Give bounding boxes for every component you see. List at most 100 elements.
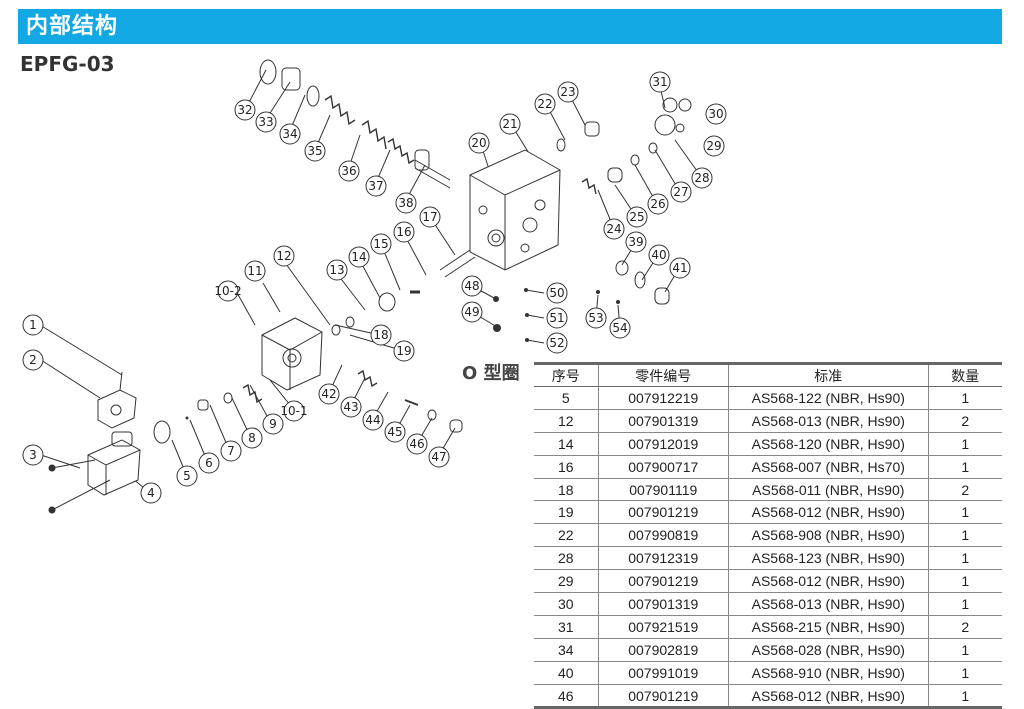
callout-label: 4 xyxy=(147,486,155,500)
cell-part-number: 007912319 xyxy=(597,546,729,571)
cell-quantity: 1 xyxy=(927,684,1002,709)
cell-part-number: 007990819 xyxy=(597,523,729,548)
cell-no: 31 xyxy=(534,615,599,639)
oring-table-title: O 型圈 xyxy=(462,363,520,384)
callout-label: 9 xyxy=(269,417,277,431)
callout-label: 24 xyxy=(606,222,621,236)
callout-label: 51 xyxy=(549,311,564,325)
cell-quantity: 1 xyxy=(927,569,1002,594)
callout-label: 8 xyxy=(248,431,256,445)
model-label: EPFG-03 xyxy=(20,52,115,76)
cell-part-number: 007901119 xyxy=(597,478,729,502)
callout-label: 42 xyxy=(321,387,336,401)
cell-no: 34 xyxy=(534,638,599,662)
callout-label: 3 xyxy=(29,448,37,462)
callout-label: 50 xyxy=(549,286,564,300)
callout-label: 19 xyxy=(396,344,411,358)
callout-label: 43 xyxy=(343,400,358,414)
callout-label: 30 xyxy=(708,107,723,121)
callout-label: 35 xyxy=(307,144,322,158)
cell-quantity: 1 xyxy=(927,638,1002,662)
cell-standard: AS568-012 (NBR, Hs90) xyxy=(727,684,929,709)
cell-no: 28 xyxy=(534,546,599,571)
callout-label: 48 xyxy=(464,279,479,293)
callout-label: 47 xyxy=(431,450,446,464)
column-header-quantity: 数量 xyxy=(927,362,1002,387)
cell-part-number: 007912019 xyxy=(597,432,729,456)
cell-standard: AS568-215 (NBR, Hs90) xyxy=(727,615,929,639)
callout-label: 54 xyxy=(612,321,627,335)
callout-label: 16 xyxy=(396,225,411,239)
callout-label: 46 xyxy=(409,437,424,451)
callout-label: 29 xyxy=(706,139,721,153)
callout-label: 32 xyxy=(237,103,252,117)
callout-label: 5 xyxy=(183,469,191,483)
callout-label: 1 xyxy=(29,318,37,332)
callout-label: 53 xyxy=(588,311,603,325)
callout-label: 7 xyxy=(227,444,235,458)
callout-label: 37 xyxy=(368,179,383,193)
callout-label: 6 xyxy=(205,456,213,470)
cell-no: 40 xyxy=(534,661,599,685)
callout-label: 22 xyxy=(537,97,552,111)
cell-standard: AS568-012 (NBR, Hs90) xyxy=(727,569,929,594)
section-title: 内部结构 xyxy=(26,14,119,39)
cell-no: 14 xyxy=(534,432,599,456)
callout-label: 33 xyxy=(258,115,273,129)
cell-part-number: 007991019 xyxy=(597,661,729,685)
cell-no: 19 xyxy=(534,500,599,525)
callout-label: 13 xyxy=(329,263,344,277)
column-header-part-number: 零件编号 xyxy=(597,362,729,387)
cell-quantity: 1 xyxy=(927,661,1002,685)
cell-no: 30 xyxy=(534,592,599,616)
cell-quantity: 1 xyxy=(927,546,1002,571)
callout-label: 44 xyxy=(365,413,380,427)
cell-standard: AS568-012 (NBR, Hs90) xyxy=(727,500,929,525)
cell-quantity: 1 xyxy=(927,455,1002,479)
cell-standard: AS568-908 (NBR, Hs90) xyxy=(727,523,929,548)
cell-part-number: 007912219 xyxy=(597,386,729,410)
callout-label: 12 xyxy=(276,249,291,263)
callout-label: 25 xyxy=(629,210,644,224)
column-header-no: 序号 xyxy=(534,362,599,387)
cell-quantity: 1 xyxy=(927,523,1002,548)
callout-label: 40 xyxy=(651,248,666,262)
callout-label: 17 xyxy=(422,210,437,224)
callout-label: 15 xyxy=(373,237,388,251)
callout-label: 41 xyxy=(672,261,687,275)
callout-label: 21 xyxy=(502,117,517,131)
cell-no: 18 xyxy=(534,478,599,502)
callout-label: 20 xyxy=(471,136,486,150)
cell-standard: AS568-013 (NBR, Hs90) xyxy=(727,409,929,433)
callout-label: 38 xyxy=(398,196,413,210)
cell-no: 12 xyxy=(534,409,599,433)
cell-part-number: 007902819 xyxy=(597,638,729,662)
callout-label: 18 xyxy=(373,328,388,342)
callout-label: 39 xyxy=(628,235,643,249)
callout-label: 45 xyxy=(387,425,402,439)
cell-quantity: 2 xyxy=(927,409,1002,433)
cell-standard: AS568-123 (NBR, Hs90) xyxy=(727,546,929,571)
cell-quantity: 1 xyxy=(927,432,1002,456)
cell-standard: AS568-007 (NBR, Hs70) xyxy=(727,455,929,479)
cell-no: 46 xyxy=(534,684,599,709)
callout-label: 10-1 xyxy=(280,404,307,418)
cell-part-number: 007901319 xyxy=(597,409,729,433)
column-header-standard: 标准 xyxy=(727,362,929,387)
cell-quantity: 2 xyxy=(927,478,1002,502)
cell-no: 29 xyxy=(534,569,599,594)
callout-label: 52 xyxy=(549,336,564,350)
